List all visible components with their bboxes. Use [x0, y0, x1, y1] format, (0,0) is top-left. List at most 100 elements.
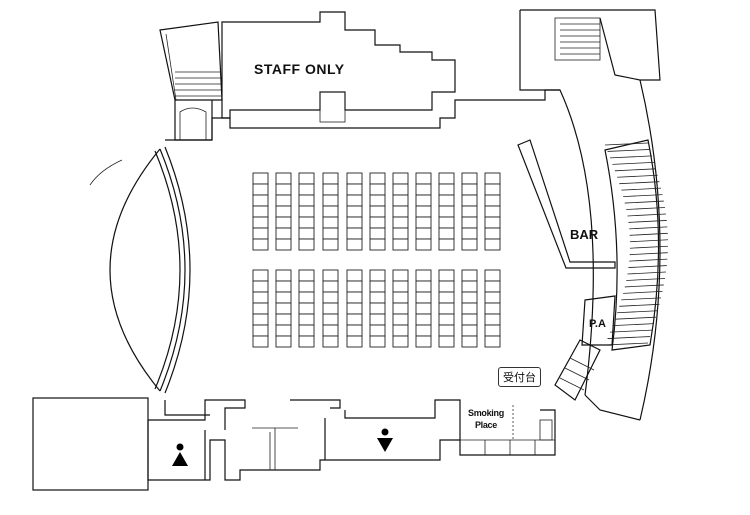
seat — [275, 269, 292, 282]
seat — [415, 172, 432, 185]
seat — [346, 280, 363, 293]
seat — [275, 172, 292, 185]
seat — [298, 280, 315, 293]
seat — [322, 302, 339, 315]
seat — [461, 216, 478, 229]
seat — [346, 302, 363, 315]
seat — [461, 324, 478, 337]
seat — [415, 183, 432, 196]
stair-step — [610, 155, 653, 159]
stair-step — [624, 200, 664, 204]
seat — [252, 313, 269, 326]
stair-step — [629, 232, 668, 236]
seat — [461, 313, 478, 326]
seat — [322, 216, 339, 229]
seat — [438, 280, 455, 293]
seat — [252, 302, 269, 315]
stair-step — [623, 290, 663, 294]
seat — [392, 280, 409, 293]
seat — [322, 280, 339, 293]
stair-step — [614, 168, 656, 172]
seat — [461, 205, 478, 218]
seat — [252, 280, 269, 293]
seat — [298, 227, 315, 240]
stair-step — [624, 284, 664, 288]
stair-step — [614, 316, 656, 320]
seat — [346, 238, 363, 251]
seat — [438, 291, 455, 304]
seat — [369, 238, 386, 251]
stair-step — [612, 161, 655, 165]
seat — [298, 216, 315, 229]
seat — [438, 205, 455, 218]
stair-step — [629, 239, 668, 243]
stair-step — [607, 149, 651, 152]
stair-step — [628, 265, 667, 268]
seat — [322, 172, 339, 185]
seat — [252, 238, 269, 251]
seat — [369, 183, 386, 196]
seat — [415, 205, 432, 218]
seat — [415, 238, 432, 251]
seat — [322, 269, 339, 282]
seat — [484, 324, 501, 337]
seat — [275, 280, 292, 293]
seat — [252, 227, 269, 240]
seat — [369, 335, 386, 348]
seat — [438, 324, 455, 337]
smoking-place-label: Smoking Place — [468, 407, 504, 431]
female-restroom-icon — [172, 443, 188, 466]
seat — [298, 302, 315, 315]
seat — [275, 302, 292, 315]
seat — [392, 205, 409, 218]
seat — [392, 291, 409, 304]
stair-step — [621, 187, 662, 191]
seat — [392, 324, 409, 337]
seat — [392, 172, 409, 185]
seat — [461, 183, 478, 196]
seat — [461, 238, 478, 251]
seat — [484, 227, 501, 240]
seat — [415, 291, 432, 304]
stair-step — [604, 142, 649, 146]
seat — [461, 194, 478, 207]
bar-label: BAR — [570, 227, 599, 242]
seat — [461, 227, 478, 240]
seat — [322, 183, 339, 196]
seat — [298, 172, 315, 185]
stair-step — [626, 207, 665, 210]
seat — [438, 238, 455, 251]
seat — [346, 183, 363, 196]
seat — [392, 302, 409, 315]
stair-step — [627, 213, 666, 217]
seat — [461, 280, 478, 293]
smoking-label-line2: Place — [474, 420, 497, 430]
seat — [322, 238, 339, 251]
seat — [252, 194, 269, 207]
seat — [322, 194, 339, 207]
seat — [369, 302, 386, 315]
seating-blocks — [252, 172, 501, 348]
seat — [252, 324, 269, 337]
seat — [369, 280, 386, 293]
seat — [346, 291, 363, 304]
seat — [392, 194, 409, 207]
seat — [252, 291, 269, 304]
seat — [484, 269, 501, 282]
pa-booth — [581, 295, 616, 346]
seat — [346, 227, 363, 240]
seat — [438, 172, 455, 185]
stair-step — [607, 336, 651, 339]
top-left-staircase — [159, 21, 223, 141]
bottom-left-room — [32, 397, 149, 491]
seat — [461, 335, 478, 348]
seat — [461, 172, 478, 185]
seat — [484, 313, 501, 326]
seat — [298, 183, 315, 196]
seat — [275, 313, 292, 326]
seat — [275, 227, 292, 240]
seat — [415, 324, 432, 337]
seat — [415, 216, 432, 229]
seat — [415, 335, 432, 348]
